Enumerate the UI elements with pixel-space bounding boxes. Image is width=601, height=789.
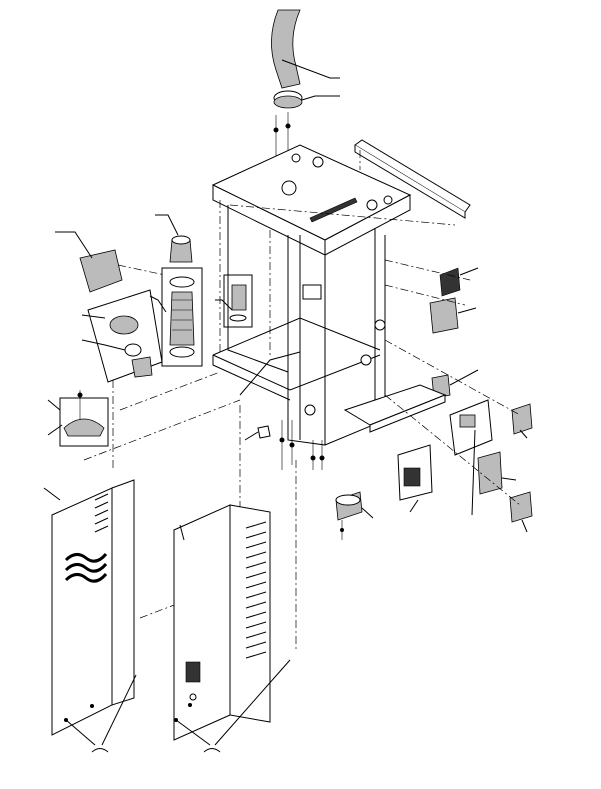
sensor-box [215,274,253,328]
water-tank-part [55,231,166,293]
drain-cup [335,491,374,540]
pump-assembly-box [81,289,163,383]
side-panel [43,479,135,736]
panel-screws-callouts [65,659,291,753]
level-sensor-box [47,390,109,447]
control-board [449,399,493,516]
display-module [397,444,433,513]
terminal-block [511,403,533,439]
front-panel-vents [245,521,267,659]
cabinet-frame [211,144,412,446]
hose-clamp [273,90,340,109]
right-dash-lines [384,259,521,506]
steam-hose [271,9,340,89]
mounting-rail [354,139,471,219]
bottom-screws [244,420,325,470]
fill-valve [155,214,193,263]
connector-block [509,491,533,533]
front-panel [173,504,271,741]
transformer [477,451,517,495]
drain-hose-box [149,267,203,367]
fan [439,267,479,297]
logo-waves [64,553,108,583]
side-panel-vents [94,493,109,533]
contactor [429,297,477,334]
terminal-tray [343,384,447,433]
assembly-dash-lines [83,200,456,650]
